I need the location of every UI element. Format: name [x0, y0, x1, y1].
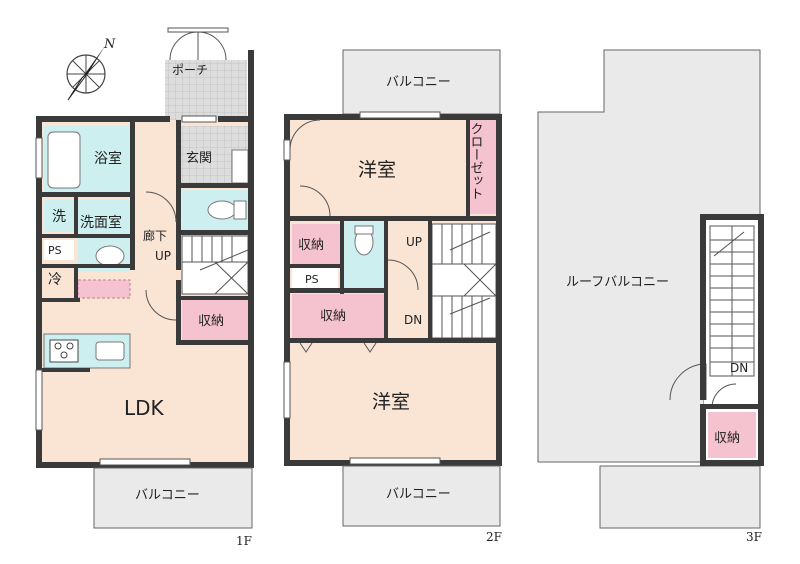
floor-label-1f: 1F	[236, 534, 252, 548]
bedroom-door-2f	[299, 185, 331, 217]
balcony-label-1f: バルコニー	[135, 488, 200, 503]
closet-label: クローゼット	[468, 122, 484, 200]
roof-balcony-lower	[599, 465, 761, 529]
ps-label-1f: PS	[48, 244, 62, 257]
compass: N	[66, 37, 116, 101]
storage-a-2f	[292, 224, 340, 264]
toilet-bowl	[207, 200, 237, 220]
stove-icon	[49, 339, 79, 363]
floor-1: ポーチ 浴室 玄関 洗 洗面室 PS 冷 廊下 UP 収納	[35, 27, 254, 548]
storage-a-label-2f: 収納	[298, 238, 324, 253]
stairs-up-label-1f: UP	[155, 249, 171, 263]
floor-label-2f: 2F	[486, 530, 502, 544]
stairs-up-label-2f: UP	[406, 235, 422, 249]
balcony-bottom-label-2f: バルコニー	[386, 487, 451, 502]
porch-door	[169, 31, 199, 61]
stairs-1f	[181, 235, 249, 295]
washer-label: 洗	[52, 209, 66, 225]
fridge-label: 冷	[48, 272, 62, 288]
window-1f-bottom	[99, 458, 191, 466]
bedroom-top-label: 洋室	[358, 159, 396, 181]
washroom-door	[145, 191, 177, 223]
wash-basin	[95, 245, 125, 267]
window-2f-bottom	[349, 457, 441, 465]
porch-label: ポーチ	[172, 63, 208, 77]
storage-1f	[182, 300, 248, 340]
kitchen-sink	[95, 341, 125, 361]
porch-area	[165, 60, 247, 120]
kitchen-cabinet	[77, 279, 131, 299]
bathtub	[47, 131, 81, 189]
roof-balcony-label: ルーフバルコニー	[566, 275, 669, 290]
hallway-label: 廊下	[143, 228, 167, 243]
balcony-top-label-2f: バルコニー	[386, 75, 451, 90]
storage-label-1f: 収納	[198, 314, 224, 329]
washer-area	[44, 200, 76, 232]
ldk-label: LDK	[124, 396, 165, 420]
compass-needle-south	[67, 69, 91, 101]
balcony-1f	[93, 467, 253, 529]
window-2f-top	[359, 111, 441, 119]
washroom-label: 洗面室	[80, 214, 122, 231]
stairs-down-label-2f: DN	[404, 313, 422, 327]
stairs-2f	[431, 223, 497, 339]
bathroom-label: 浴室	[94, 150, 122, 167]
storage-b-label-2f: 収納	[320, 309, 346, 324]
compass-needle-north	[82, 46, 105, 78]
ps-label-2f: PS	[305, 273, 319, 286]
compass-north-label: N	[103, 37, 116, 52]
stairs-3f	[709, 225, 755, 377]
balcony-2f-bottom	[342, 465, 501, 527]
storage-label-3f: 収納	[714, 431, 740, 446]
floor-2: バルコニー 洋室 クローゼット 収納 PS 収納 UP DN 洋室	[283, 49, 502, 544]
balcony-2f-top	[342, 49, 501, 115]
floor-3: ルーフバルコニー DN 収納 3F	[537, 49, 764, 544]
window-1f-top	[181, 115, 217, 123]
bedroom-bottom-label: 洋室	[372, 391, 410, 413]
walls-3f	[700, 214, 764, 466]
stairs-down-label-3f: DN	[730, 361, 748, 375]
closet-2f	[470, 120, 496, 214]
storage-3f	[708, 412, 756, 458]
storage-b-2f	[292, 294, 384, 338]
floor-label-3f: 3F	[746, 530, 762, 544]
shoe-cabinet	[231, 149, 249, 184]
entrance-label: 玄関	[186, 151, 212, 166]
